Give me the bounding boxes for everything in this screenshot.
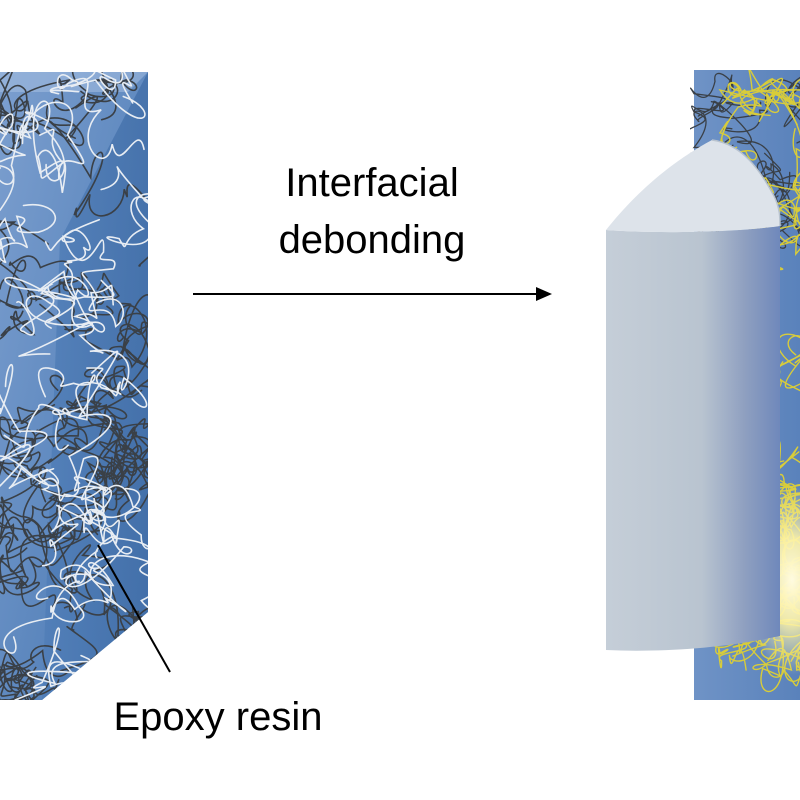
fiber-strand xyxy=(0,220,49,341)
fiber-strand xyxy=(0,355,148,463)
fiber-strand xyxy=(22,466,103,541)
fiber-strand xyxy=(0,72,85,147)
fiber-strand xyxy=(0,374,78,489)
fiber-strand xyxy=(18,229,106,357)
fiber-strand xyxy=(0,95,98,155)
fiber-strand xyxy=(49,120,148,267)
fiber-strand xyxy=(70,72,146,119)
fiber-strand xyxy=(61,218,125,328)
fiber-strand xyxy=(0,503,78,594)
fiber-strand xyxy=(73,455,120,559)
material-label: Epoxy resin xyxy=(114,695,323,739)
process-label-line2: debonding xyxy=(279,218,466,262)
fiber-strand xyxy=(690,73,734,117)
fiber-strand xyxy=(4,270,115,323)
fiber-strand xyxy=(100,166,148,248)
fiber-strand xyxy=(740,78,800,126)
fiber-strand xyxy=(3,532,133,654)
fiber-strand xyxy=(731,78,800,116)
fiber-strand xyxy=(718,70,800,158)
fiber-strand xyxy=(16,275,94,336)
block-side-face xyxy=(42,72,148,700)
debonded-cylinder xyxy=(606,139,781,651)
fiber-strand xyxy=(35,550,127,623)
fiber-strand xyxy=(711,101,768,133)
fiber-strand xyxy=(38,477,148,550)
fiber-strand xyxy=(0,645,62,700)
fiber-strand xyxy=(783,74,800,144)
fiber-strand xyxy=(72,284,148,408)
composite-block-left xyxy=(0,72,148,700)
fiber-strand xyxy=(52,367,122,451)
fiber-strand xyxy=(85,443,148,522)
fiber-strand xyxy=(0,663,60,700)
fiber-strand xyxy=(0,113,26,211)
label-leader-line xyxy=(97,544,171,673)
fiber-strand xyxy=(116,304,148,395)
fiber-strand xyxy=(0,363,48,488)
fiber-strand xyxy=(0,648,33,693)
fiber-strand xyxy=(0,203,57,264)
process-label-line1: Interfacial xyxy=(285,161,458,205)
fiber-strand xyxy=(87,555,148,630)
fiber-strand xyxy=(3,367,96,448)
cylinder-body xyxy=(606,226,780,651)
fiber-strand xyxy=(774,335,800,403)
fiber-strand xyxy=(8,350,119,498)
process-arrow xyxy=(193,287,552,301)
fiber-strand xyxy=(0,101,85,180)
fiber-strand xyxy=(690,100,775,189)
cylinder-top xyxy=(606,140,780,233)
fiber-strand xyxy=(14,627,94,700)
fiber-strand xyxy=(49,74,145,159)
fiber-strand xyxy=(0,496,48,596)
